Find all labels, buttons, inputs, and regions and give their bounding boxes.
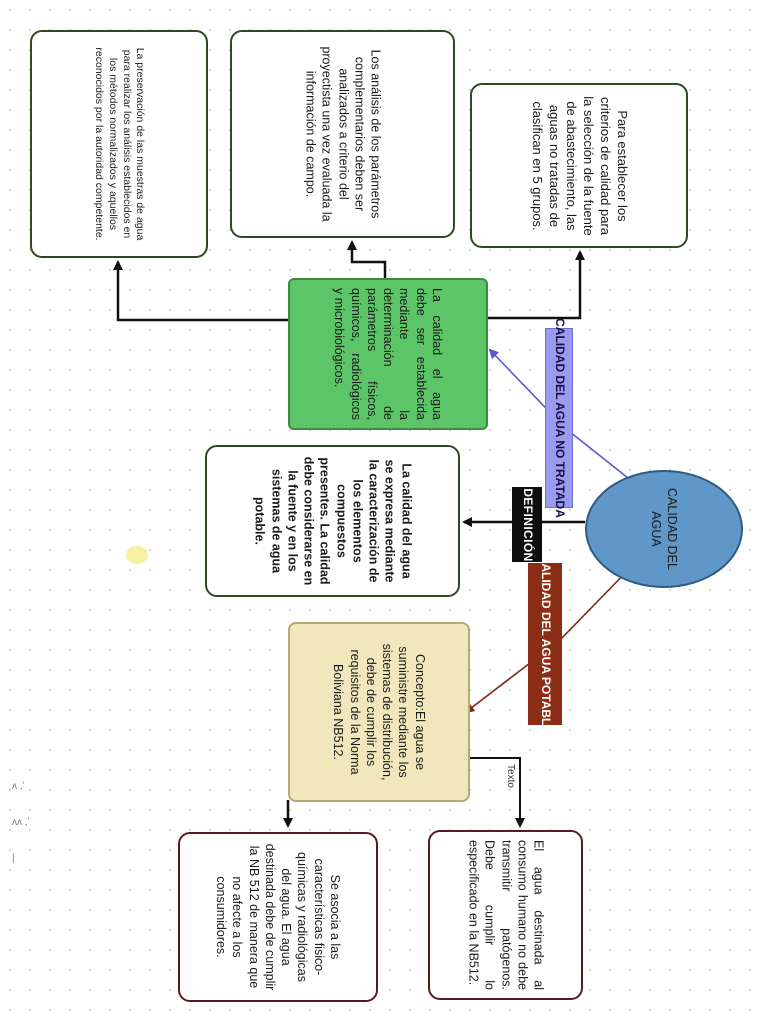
label-calidad-potable-text: CALIDAD DEL AGUA POTABLE	[538, 554, 553, 734]
connector-yellow-branch	[470, 757, 525, 828]
box-definicion-text: La calidad del agua se expresa mediante …	[252, 456, 413, 586]
label-definicion[interactable]: DEFINICIÓN	[512, 487, 542, 562]
label-texto[interactable]: Texto	[500, 755, 522, 797]
label-calidad-no-tratada[interactable]: CALIDAD DEL AGUA NO TRATADA	[545, 318, 573, 518]
box-parametros-calidad[interactable]: La calidad el agua debe ser establecida …	[288, 278, 488, 430]
box-consumo-humano[interactable]: El agua destinada al consumo humano no d…	[428, 830, 583, 1000]
box-definicion[interactable]: La calidad del agua se expresa mediante …	[205, 445, 460, 597]
box-concepto-text: Concepto:El agua se suministre mediante …	[331, 643, 427, 781]
label-texto-text: Texto	[505, 764, 517, 788]
connector-green-criterios	[488, 250, 585, 320]
box-concepto[interactable]: Concepto:El agua se suministre mediante …	[288, 622, 470, 802]
center-node[interactable]: CALIDAD DEL AGUA	[585, 470, 743, 588]
box-preservacion-muestras-text: La preservación de las muestras de agua …	[93, 47, 147, 241]
box-caracteristicas-text: Se asocia a las características fisico-q…	[214, 843, 342, 991]
label-definicion-text: DEFINICIÓN	[520, 487, 535, 562]
highlight-dot	[126, 546, 148, 564]
label-calidad-no-tratada-text: CALIDAD DEL AGUA NO TRATADA	[552, 318, 567, 518]
box-analisis-parametros-text: Los análisis de los parámetros complemen…	[303, 46, 383, 222]
box-criterios-calidad[interactable]: Para establecer los criterios de calidad…	[470, 83, 688, 248]
connector-green-analisis	[347, 240, 387, 280]
box-preservacion-muestras[interactable]: La preservación de las muestras de agua …	[30, 30, 208, 258]
box-consumo-humano-text: El agua destinada al consumo humano no d…	[466, 840, 546, 990]
box-parametros-calidad-text: La calidad el agua debe ser establecida …	[332, 288, 444, 420]
center-node-label: CALIDAD DEL AGUA	[649, 488, 680, 570]
box-criterios-calidad-text: Para establecer los criterios de calidad…	[530, 95, 630, 236]
box-analisis-parametros[interactable]: Los análisis de los parámetros complemen…	[230, 30, 455, 238]
connector-green-preservacion	[113, 260, 288, 322]
box-caracteristicas[interactable]: Se asocia a las características fisico-q…	[178, 832, 378, 1002]
margin-marks: ʌ ,ʼ ʌʌ ,ʼ |	[12, 781, 30, 864]
label-calidad-potable[interactable]: CALIDAD DEL AGUA POTABLE	[528, 554, 562, 734]
